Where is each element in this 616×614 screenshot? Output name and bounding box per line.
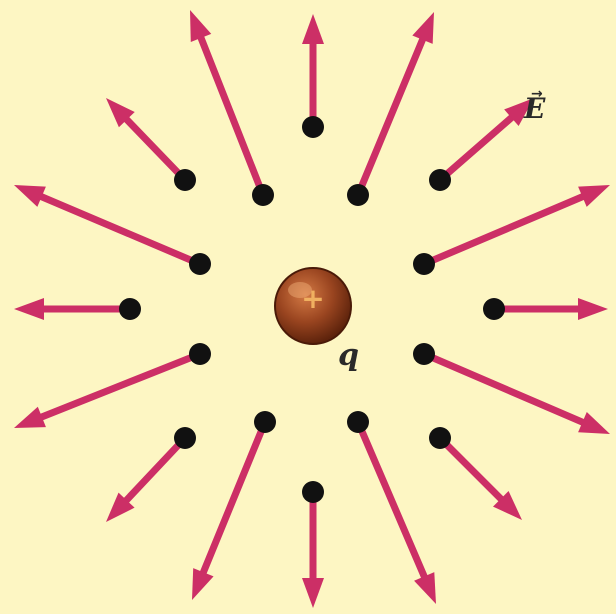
arrow-shaft [420, 350, 594, 429]
field-point-dot [347, 411, 369, 433]
field-arrow [106, 434, 189, 522]
field-label: E [524, 92, 546, 125]
field-point-dot [302, 481, 324, 503]
arrow-head [414, 572, 436, 604]
positive-charge [274, 267, 352, 345]
field-arrow [14, 185, 204, 268]
field-point-dot [302, 116, 324, 138]
arrow-head [302, 14, 324, 44]
field-point-dot [429, 169, 451, 191]
arrows-layer [14, 10, 610, 608]
arrow-head [504, 98, 534, 127]
field-point-dot [429, 427, 451, 449]
field-arrow [354, 418, 436, 604]
charge-highlight [288, 282, 312, 298]
field-arrow [436, 434, 522, 520]
field-arrow [190, 10, 267, 199]
arrow-shaft [196, 418, 269, 584]
arrow-shaft [30, 350, 204, 424]
arrow-shaft [420, 190, 594, 268]
arrow-head [14, 406, 46, 428]
field-arrow [14, 298, 134, 320]
arrow-shaft [117, 110, 189, 184]
arrow-head [493, 491, 522, 520]
field-arrow [420, 350, 610, 434]
arrow-head [578, 185, 610, 207]
field-arrow [302, 14, 324, 131]
field-point-dot [189, 253, 211, 275]
field-arrow [192, 418, 269, 600]
field-point-dot [413, 253, 435, 275]
charge-label: q [338, 338, 359, 373]
arrow-head [302, 578, 324, 608]
dots-layer [119, 116, 505, 503]
field-point-dot [347, 184, 369, 206]
arrow-head [578, 412, 610, 434]
arrow-head [14, 298, 44, 320]
charge-sign: + [301, 282, 325, 315]
field-arrow [106, 98, 189, 184]
arrow-head [106, 98, 135, 128]
arrow-shaft [354, 418, 431, 588]
field-point-dot [413, 343, 435, 365]
field-arrow [302, 488, 324, 608]
arrow-shaft [194, 26, 267, 199]
field-point-dot [254, 411, 276, 433]
field-arrow [490, 298, 608, 320]
field-arrow [354, 12, 434, 199]
field-vector-mark: → [531, 86, 543, 102]
arrow-shaft [30, 190, 204, 268]
field-point-dot [189, 343, 211, 365]
arrow-head [192, 568, 214, 600]
arrow-shaft [436, 108, 521, 184]
arrow-shaft [117, 434, 189, 510]
arrow-head [106, 492, 135, 522]
field-arrow [436, 98, 534, 184]
field-arrow [14, 350, 204, 428]
field-point-dot [483, 298, 505, 320]
field-arrow [420, 185, 610, 268]
arrow-head [412, 12, 434, 44]
field-point-dot [252, 184, 274, 206]
arrow-shaft [436, 434, 510, 508]
arrow-shaft [354, 28, 430, 199]
arrow-head [190, 10, 212, 42]
field-point-dot [174, 427, 196, 449]
field-point-dot [119, 298, 141, 320]
arrow-head [578, 298, 608, 320]
arrow-head [14, 185, 46, 207]
field-point-dot [174, 169, 196, 191]
